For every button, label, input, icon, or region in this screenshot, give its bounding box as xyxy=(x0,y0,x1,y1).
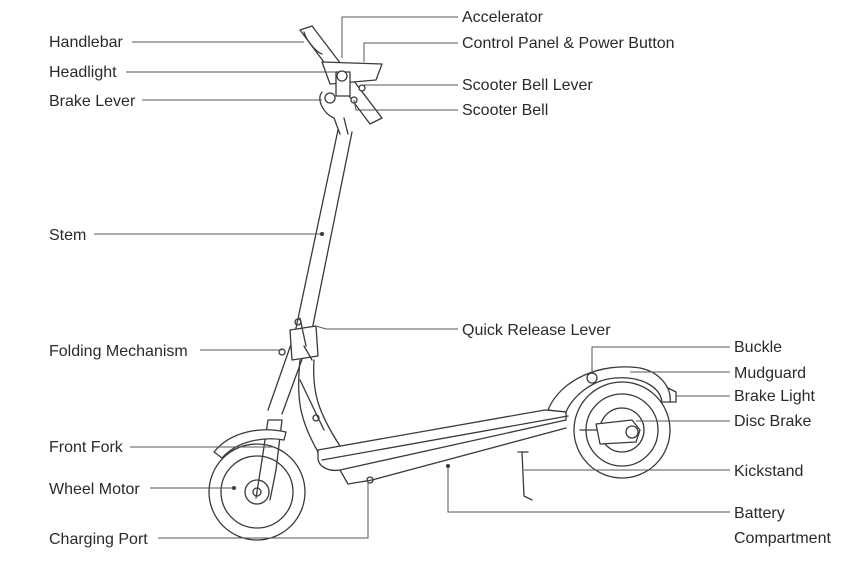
part-labels: Handlebar Headlight Brake Lever Stem Fol… xyxy=(49,9,831,548)
label-kickstand: Kickstand xyxy=(734,463,803,480)
label-stem: Stem xyxy=(49,227,86,244)
label-scooter-bell: Scooter Bell xyxy=(462,102,548,119)
label-battery-compartment-line2: Compartment xyxy=(734,530,831,547)
kickstand xyxy=(517,451,533,501)
label-buckle: Buckle xyxy=(734,339,782,356)
label-front-fork: Front Fork xyxy=(49,439,124,456)
label-quick-release-lever: Quick Release Lever xyxy=(462,322,611,339)
deck xyxy=(317,409,569,485)
label-accelerator: Accelerator xyxy=(462,9,544,26)
frame-neck xyxy=(297,359,341,453)
rear-mudguard xyxy=(547,366,677,413)
label-disc-brake: Disc Brake xyxy=(734,413,811,430)
label-battery-compartment-line1: Battery xyxy=(734,505,785,522)
label-mudguard: Mudguard xyxy=(734,365,806,382)
handlebar-assembly xyxy=(299,25,383,135)
label-handlebar: Handlebar xyxy=(49,34,124,51)
label-headlight: Headlight xyxy=(49,64,117,81)
label-brake-lever: Brake Lever xyxy=(49,93,136,110)
stem xyxy=(267,129,353,415)
scooter-illustration xyxy=(208,25,677,541)
front-wheel xyxy=(208,443,306,541)
folding-mechanism xyxy=(278,317,319,361)
label-charging-port: Charging Port xyxy=(49,531,148,548)
label-control-panel: Control Panel & Power Button xyxy=(462,35,675,52)
label-folding-mechanism: Folding Mechanism xyxy=(49,343,188,360)
front-fork xyxy=(213,419,287,501)
label-scooter-bell-lever: Scooter Bell Lever xyxy=(462,77,593,94)
disc-brake xyxy=(579,419,641,445)
label-wheel-motor: Wheel Motor xyxy=(49,481,140,498)
leader-lines xyxy=(94,16,730,539)
label-brake-light: Brake Light xyxy=(734,388,815,405)
